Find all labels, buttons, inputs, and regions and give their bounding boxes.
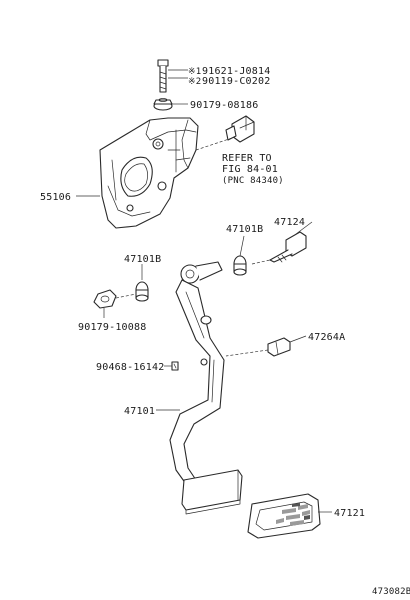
- bolt-alt1-number: 91621-J0814: [202, 66, 270, 77]
- refer-line2: FIG 84-01: [222, 164, 278, 175]
- pin-number: 90468-16142: [96, 362, 164, 373]
- top-bolt: [157, 59, 169, 93]
- lock-nut: [93, 289, 117, 309]
- bushing-left-number: 47101B: [124, 254, 161, 265]
- refer-line1: REFER TO: [222, 153, 272, 164]
- pivot-bolt: [269, 231, 307, 263]
- nut-top-number: 90179-08186: [190, 100, 258, 111]
- pedal-lever: [169, 261, 225, 485]
- bushing-right: [233, 255, 247, 276]
- bolt-alt1-mark: ※1: [188, 67, 201, 77]
- bolt-alt2-mark: ※2: [188, 77, 201, 87]
- stopper-bolt: [267, 337, 291, 357]
- diagram-id: 473082B: [372, 587, 410, 597]
- bracket-number: 55106: [40, 192, 71, 203]
- pivot-bolt-number: 47124: [274, 217, 305, 228]
- nut-left-number: 90179-10088: [78, 322, 146, 333]
- bolt-alt2-number: 90119-C0202: [202, 76, 270, 87]
- top-flange-nut: [153, 98, 173, 111]
- refer-line3: (PNC 84340): [222, 176, 284, 186]
- pedal-bracket: [99, 117, 199, 229]
- bushing-right-number: 47101B: [226, 224, 263, 235]
- bushing-left: [135, 281, 149, 302]
- stop-lamp-switch: [225, 115, 255, 143]
- clevis-pin: [171, 361, 179, 371]
- stopper-number: 47264A: [308, 332, 345, 343]
- pedal-lever-number: 47101: [124, 406, 155, 417]
- pedal-plate: [181, 469, 243, 515]
- pedal-pad: [247, 493, 321, 539]
- pedal-pad-number: 47121: [334, 508, 365, 519]
